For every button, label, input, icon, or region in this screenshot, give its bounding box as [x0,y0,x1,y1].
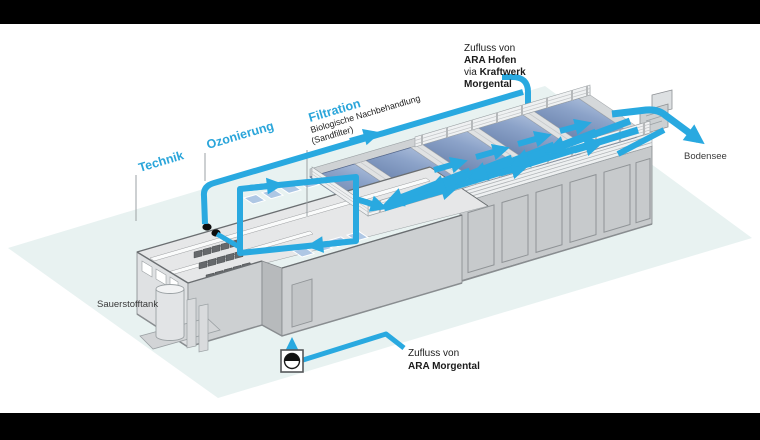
channel-arrows [433,118,592,174]
main-pipe [200,89,524,225]
label-inflow-hofen: Zufluss von ARA Hofen via Kraftwerk Morg… [464,43,526,90]
letterbox-bottom [0,413,760,440]
outflow-pipe [611,106,705,145]
svg-text:ARA Morgental: ARA Morgental [408,361,480,372]
oxygen-tank [139,284,221,353]
basin-arrows [383,117,632,207]
ozone-loop-pipe [237,174,359,256]
label-bodensee: Bodensee [684,151,727,162]
svg-text:Morgental: Morgental [464,79,512,90]
back-railing [414,84,591,148]
label-inflow-morgental: Zufluss von ARA Morgental [408,348,480,372]
svg-text:via Kraftwerk: via Kraftwerk [464,67,526,78]
label-ozonierung: Ozonierung [205,119,276,152]
label-sauerstofftank: Sauerstofftank [97,299,158,310]
flow-pipes [200,89,705,363]
letterbox-top [0,0,760,24]
inflow-morgental-pipe [302,331,406,363]
inflow-hofen-pipe [502,74,531,106]
label-technik: Technik [137,148,185,175]
svg-text:Zufluss von: Zufluss von [408,348,459,359]
pump-icon [280,349,304,373]
door [291,278,313,328]
svg-text:Zufluss von: Zufluss von [464,43,515,54]
svg-text:ARA Hofen: ARA Hofen [464,55,516,66]
